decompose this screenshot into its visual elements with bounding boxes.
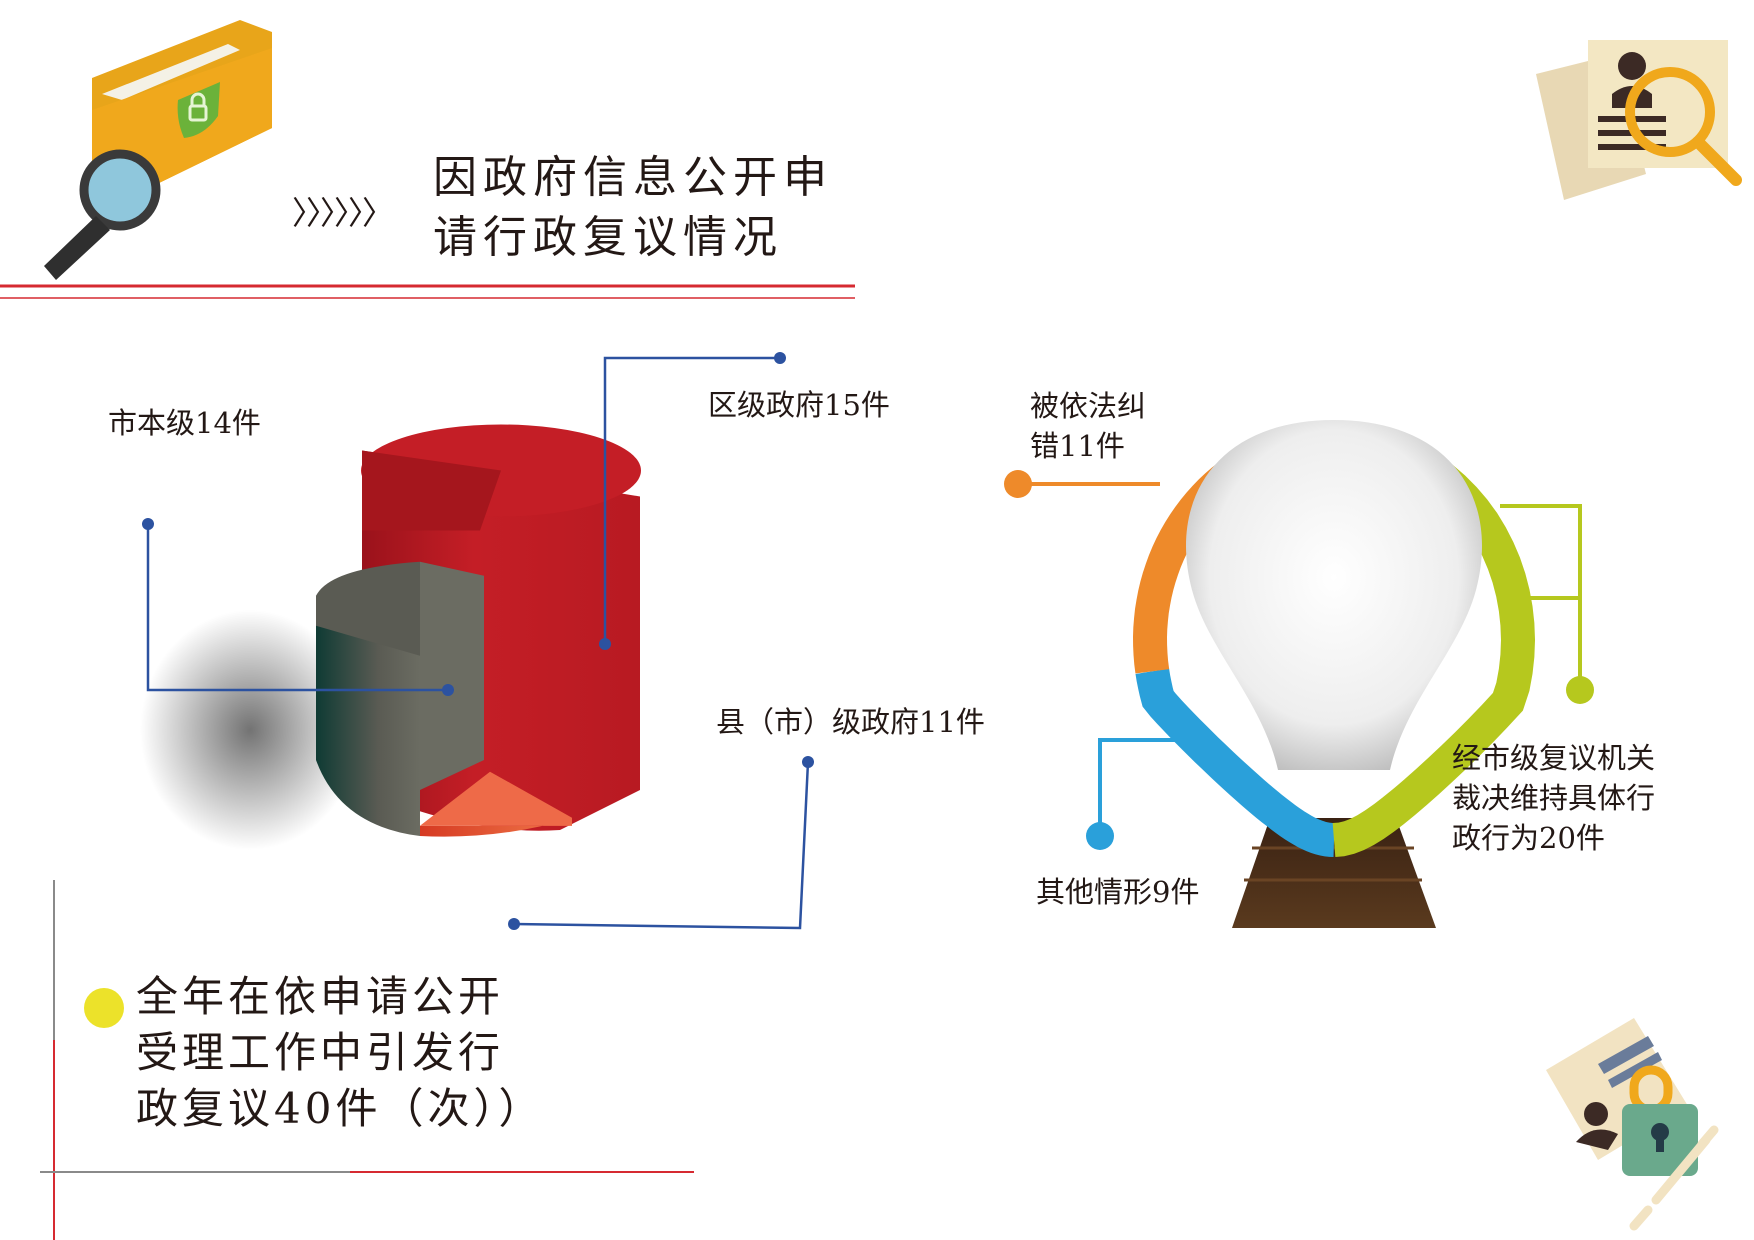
- label-corrected: 被依法纠 错11件: [1030, 389, 1147, 463]
- cylinder-top-city-level: [316, 561, 420, 656]
- summary-frame: [40, 880, 694, 1240]
- title-rule: [0, 284, 855, 299]
- page-title: 因政府信息公开申 请行政复议情况: [433, 152, 833, 263]
- ring-segment-other: [1135, 668, 1335, 857]
- cylinder-cut-city-level: [420, 561, 484, 790]
- leader-corrected-dot: [1004, 470, 1032, 498]
- bulb-ring-chart: [1004, 420, 1594, 928]
- bulb-base: [1232, 818, 1436, 928]
- leader-city-level-dot: [142, 518, 154, 530]
- leader-county: [513, 761, 810, 930]
- id-card-lock-icon: [1546, 1018, 1719, 1231]
- leader-other: [1098, 738, 1202, 836]
- document-search-icon: [1536, 40, 1742, 200]
- summary-text: 全年在依申请公开 受理工作中引发行 政复议40件（次））: [136, 972, 545, 1133]
- leader-district-dot: [599, 638, 611, 650]
- title-arrows: 〉〉〉〉〉〉: [292, 194, 394, 232]
- leader-city-level-dot: [442, 684, 454, 696]
- leader-county-dot: [802, 756, 814, 768]
- label-city-level: 市本级14件: [108, 406, 261, 440]
- cylinder-segment-city-level: [316, 595, 420, 836]
- cylinder-cut-district: [362, 450, 501, 531]
- label-other: 其他情形9件: [1036, 875, 1200, 909]
- leader-county-dot: [508, 918, 520, 930]
- leader-upheld: [1500, 504, 1582, 690]
- cylinder-chart: [140, 352, 814, 930]
- leader-district-dot: [774, 352, 786, 364]
- summary-bullet: [84, 988, 124, 1028]
- label-district: 区级政府15件: [708, 388, 890, 422]
- label-upheld: 经市级复议机关 裁决维持具体行 政行为20件: [1452, 741, 1656, 855]
- cylinder-segment-county: [420, 818, 572, 837]
- bulb-glass: [1185, 420, 1483, 770]
- cylinder-top-county: [420, 771, 572, 826]
- folder-magnifier-icon: [44, 20, 272, 280]
- label-county: 县（市）级政府11件: [716, 705, 985, 739]
- leader-other-dot: [1086, 822, 1114, 850]
- leader-upheld-dot: [1566, 676, 1594, 704]
- leader-city-level: [146, 524, 448, 692]
- leader-district: [603, 356, 780, 644]
